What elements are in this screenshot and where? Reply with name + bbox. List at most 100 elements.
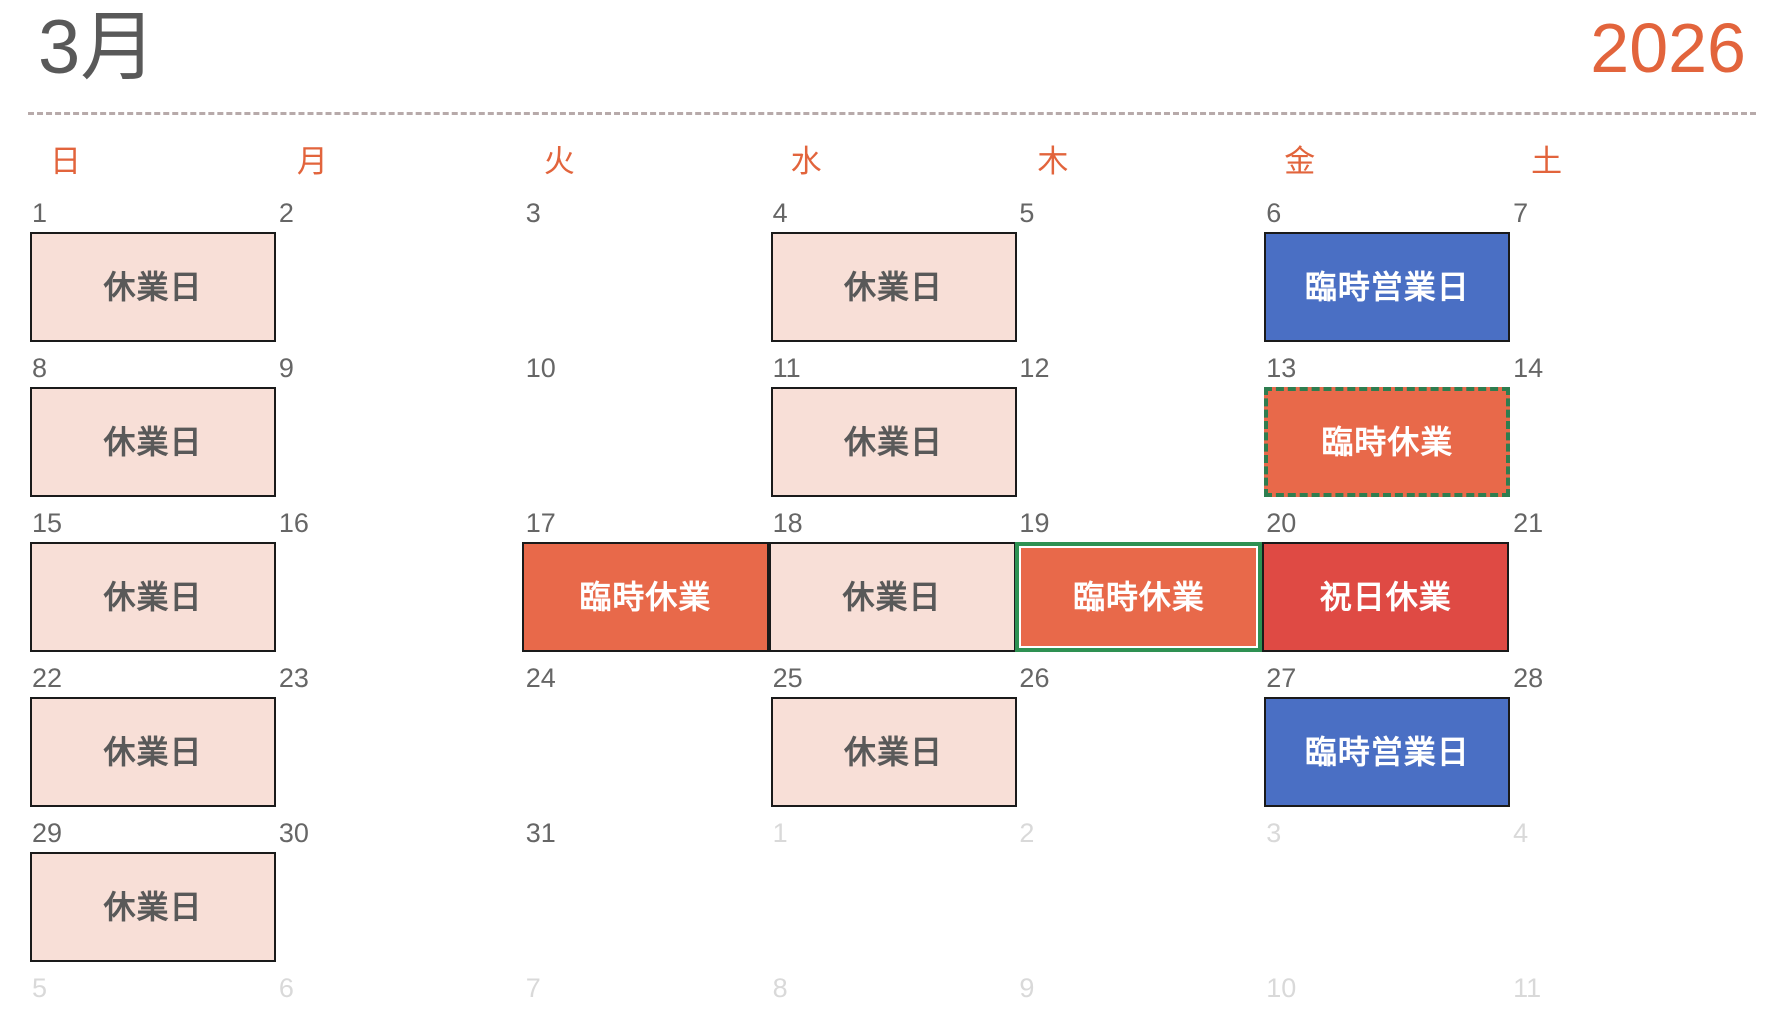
day-cell[interactable]: 2	[275, 200, 522, 355]
day-cell[interactable]: 22 休業日	[28, 663, 276, 820]
event-block[interactable]: 休業日	[30, 232, 276, 342]
calendar-header: 3月 2026	[0, 0, 1784, 118]
day-number: 2	[278, 198, 294, 228]
day-number: 15	[32, 508, 63, 538]
event-block[interactable]: 休業日	[770, 697, 1017, 807]
day-cell[interactable]: 24	[522, 665, 769, 820]
day-number: 17	[525, 508, 556, 538]
day-number: 8	[32, 353, 48, 383]
day-cell[interactable]: 16	[275, 510, 522, 665]
day-number: 3	[1266, 818, 1282, 848]
weekday-header-0: 日	[50, 144, 81, 179]
day-cell[interactable]: 23	[275, 665, 522, 820]
day-cell[interactable]: 9	[1015, 975, 1262, 1034]
day-number: 2	[1019, 818, 1035, 848]
weekday-header-5: 金	[1284, 144, 1316, 179]
day-cell[interactable]: 26	[1015, 665, 1262, 820]
day-number: 25	[772, 663, 803, 693]
day-cell[interactable]: 13 臨時休業	[1262, 353, 1511, 510]
day-cell[interactable]: 30	[275, 820, 522, 975]
day-cell[interactable]: 6	[275, 975, 522, 1034]
event-block[interactable]: 休業日	[30, 387, 276, 497]
day-number: 13	[1266, 353, 1297, 383]
day-cell[interactable]: 9	[275, 355, 522, 510]
day-cell[interactable]: 5	[1015, 200, 1262, 355]
day-cell[interactable]: 2	[1015, 820, 1262, 975]
day-cell[interactable]: 28	[1509, 665, 1756, 820]
day-cell[interactable]: 12	[1015, 355, 1262, 510]
day-number: 3	[525, 198, 541, 228]
day-cell[interactable]: 21	[1509, 510, 1756, 665]
day-cell[interactable]: 17 臨時休業	[521, 508, 769, 665]
weekday-header-4: 木	[1037, 144, 1069, 179]
event-block[interactable]: 臨時営業日	[1264, 697, 1511, 807]
day-number: 20	[1266, 508, 1297, 538]
day-cell[interactable]: 31	[522, 820, 769, 975]
day-cell[interactable]: 11	[1509, 975, 1756, 1034]
year-title: 2026	[1590, 9, 1746, 87]
month-title: 3月	[38, 5, 157, 90]
day-cell[interactable]: 7	[522, 975, 769, 1034]
day-number: 9	[1019, 973, 1035, 1003]
event-block[interactable]: 臨時休業	[1015, 542, 1263, 652]
day-number: 28	[1513, 663, 1544, 693]
day-number: 29	[32, 818, 63, 848]
day-cell[interactable]: 7	[1509, 200, 1756, 355]
day-cell[interactable]: 14	[1509, 355, 1756, 510]
event-block[interactable]: 臨時休業	[521, 542, 769, 652]
day-cell[interactable]: 1 休業日	[28, 198, 276, 355]
day-number: 4	[772, 198, 788, 228]
day-number: 21	[1513, 508, 1544, 538]
day-cell[interactable]: 4	[1509, 820, 1756, 975]
day-cell[interactable]: 3	[522, 200, 769, 355]
day-number: 5	[32, 973, 48, 1003]
day-cell[interactable]: 8	[769, 975, 1016, 1034]
day-cell[interactable]: 10	[522, 355, 769, 510]
day-number: 5	[1019, 198, 1035, 228]
day-number: 10	[525, 353, 556, 383]
weekday-header-3: 水	[790, 144, 822, 179]
day-number: 10	[1266, 973, 1297, 1003]
event-block[interactable]: 休業日	[30, 697, 276, 807]
event-block[interactable]: 臨時休業	[1264, 387, 1511, 497]
day-cell[interactable]: 25 休業日	[769, 663, 1017, 820]
day-cell[interactable]: 3	[1262, 820, 1509, 975]
day-cell[interactable]: 8 休業日	[28, 353, 276, 510]
event-block[interactable]: 臨時営業日	[1264, 232, 1511, 342]
day-number: 11	[1513, 973, 1542, 1003]
day-cell[interactable]: 19 臨時休業	[1015, 508, 1263, 665]
day-cell[interactable]: 4 休業日	[769, 198, 1017, 355]
day-cell[interactable]: 5	[28, 975, 275, 1034]
event-block[interactable]: 休業日	[770, 232, 1017, 342]
event-block[interactable]: 休業日	[770, 387, 1017, 497]
event-block[interactable]: 休業日	[30, 852, 276, 962]
day-cell[interactable]: 15 休業日	[28, 508, 276, 665]
event-block[interactable]: 休業日	[768, 542, 1016, 652]
event-block[interactable]: 祝日休業	[1262, 542, 1510, 652]
day-cell[interactable]: 29 休業日	[28, 818, 276, 975]
day-cell[interactable]: 10	[1262, 975, 1509, 1034]
day-number: 22	[32, 663, 63, 693]
day-cell[interactable]: 1	[769, 820, 1016, 975]
day-number: 19	[1019, 508, 1050, 538]
weekday-header-2: 火	[543, 144, 575, 179]
day-number: 6	[1266, 198, 1282, 228]
day-number: 1	[32, 198, 48, 228]
header-divider	[28, 112, 1756, 115]
day-number: 8	[772, 973, 788, 1003]
day-number: 24	[525, 663, 556, 693]
event-block[interactable]: 休業日	[30, 542, 276, 652]
day-cell[interactable]: 20 祝日休業	[1262, 508, 1510, 665]
day-cell[interactable]: 6 臨時営業日	[1262, 198, 1511, 355]
day-number: 7	[525, 973, 541, 1003]
weekday-header-6: 土	[1531, 144, 1563, 179]
